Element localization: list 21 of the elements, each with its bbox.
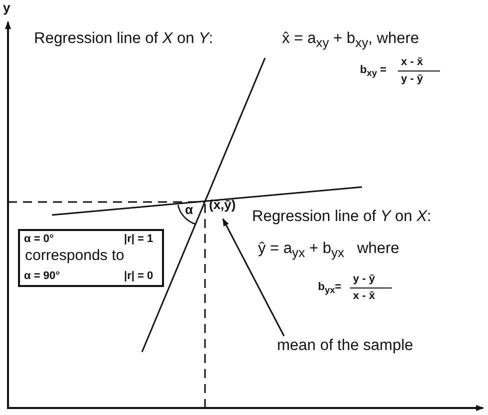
note-text: corresponds to (25, 248, 124, 264)
line-title: Regression line of Y on X: (252, 208, 432, 226)
angle-label: α (185, 203, 193, 218)
annotation-text: mean of the sample (276, 336, 446, 356)
fraction-numerator: x - x̄ (401, 56, 424, 68)
fraction-numerator: y - ȳ (353, 273, 376, 286)
condition-text: |r| = 1 (124, 233, 154, 246)
condition-text: α = 90° (24, 270, 60, 282)
line-title: Regression line of X on Y: (34, 30, 214, 48)
equation: x̂ = a$_{xy}$ + b$_{xy}$, where (282, 30, 419, 50)
point-label: (x̄,ȳ) (208, 197, 246, 217)
equation: b$_{xy}$ = (360, 64, 386, 78)
equation: b$_{yx}$= (318, 281, 342, 296)
condition-text: |r| = 0 (124, 270, 154, 282)
leader-arrow (222, 218, 285, 336)
condition-text: α = 0° (24, 233, 54, 246)
note-box (18, 229, 164, 287)
equation: ŷ = a$_{yx}$ + b$_{yx}$ where (258, 240, 400, 260)
axis-label: y (3, 1, 10, 16)
fraction-denominator: x - x̄ (353, 290, 376, 302)
fraction-denominator: y - ȳ (401, 73, 424, 86)
